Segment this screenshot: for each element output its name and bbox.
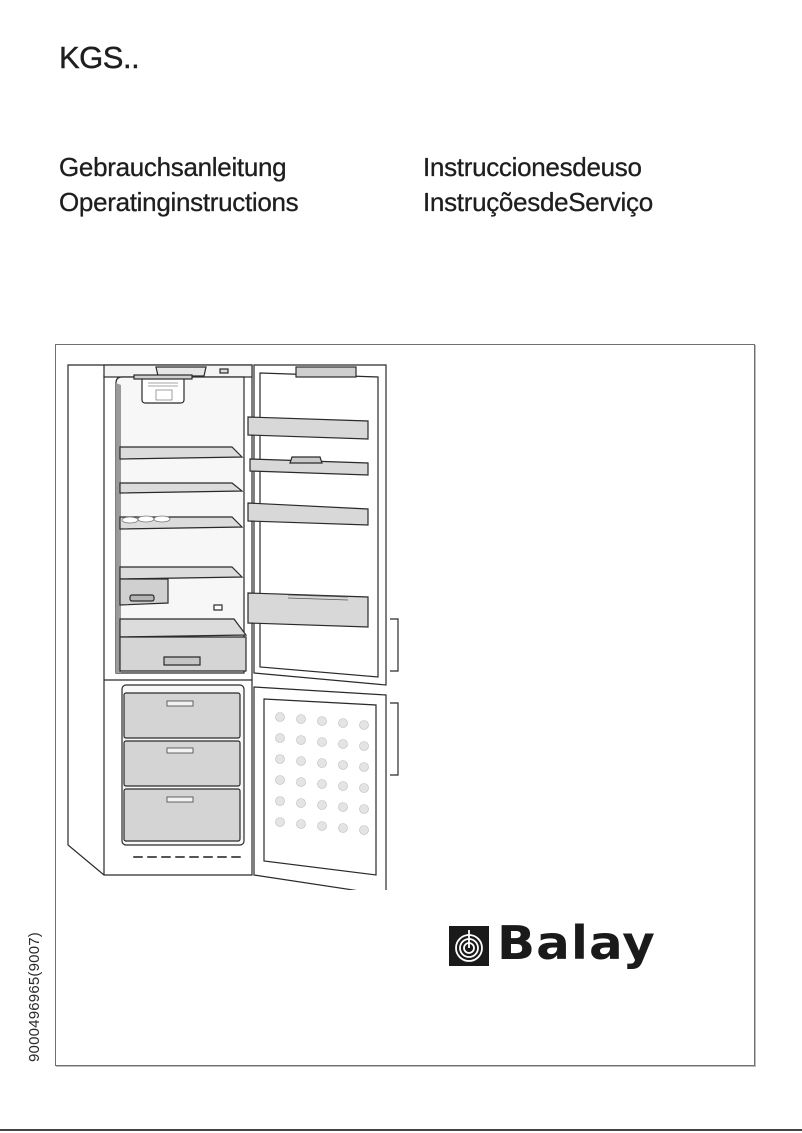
titles-left-column: Gebrauchsanleitung Operatinginstructions (59, 150, 299, 220)
title-spanish: Instruccionesdeuso (423, 152, 642, 182)
titles-right-column: Instruccionesdeuso InstruçõesdeServiço (423, 150, 653, 220)
model-title: KGS.. (59, 40, 140, 75)
brand-logo: Balay (449, 916, 656, 970)
brand-name: Balay (497, 916, 656, 970)
illustration-frame (55, 344, 755, 1066)
fridge-illustration (67, 364, 399, 890)
spiral-logo-icon (449, 926, 489, 966)
title-german: Gebrauchsanleitung (59, 152, 287, 182)
title-portuguese: InstruçõesdeServiço (423, 187, 653, 217)
bottom-rule (0, 1129, 802, 1131)
title-english: Operatinginstructions (59, 187, 299, 217)
document-number: 9000496965(9007) (26, 932, 43, 1062)
